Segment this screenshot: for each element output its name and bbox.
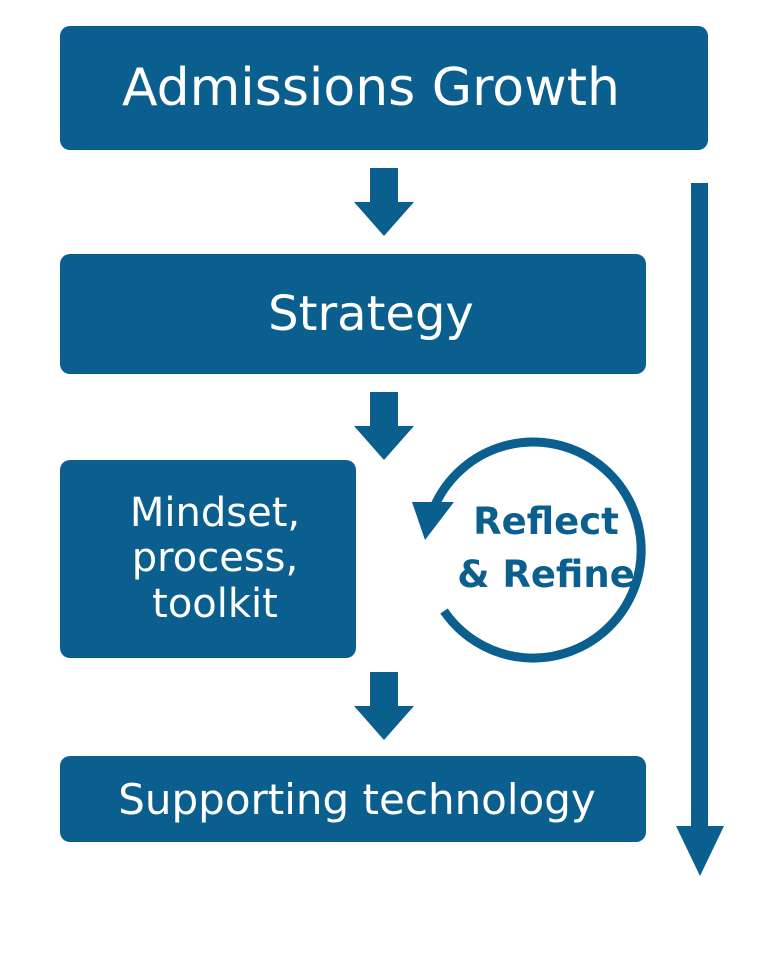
circular-arrow-icon	[412, 437, 646, 663]
strategy-box: Strategy	[60, 254, 646, 374]
supporting-technology-box: Supporting technology	[60, 756, 646, 842]
mindset-label-line-1: Mindset,	[129, 489, 301, 536]
admissions-growth-label: Admissions Growth	[121, 58, 620, 118]
arrow-down-icon	[354, 168, 414, 236]
reflect-refine-label: Reflect & Refine	[446, 496, 646, 601]
supporting-technology-label: Supporting technology	[118, 774, 596, 824]
arrow-down-icon	[354, 672, 414, 740]
arrow-down-icon	[354, 392, 414, 460]
mindset-label-line-3: toolkit	[152, 580, 278, 627]
reflect-label: Reflect	[473, 500, 619, 543]
mindset-process-toolkit-box: Mindset, process, toolkit	[60, 460, 356, 658]
admissions-growth-box: Admissions Growth	[60, 26, 708, 150]
refine-label: & Refine	[457, 552, 635, 596]
long-arrow-down-icon	[676, 183, 724, 876]
strategy-label: Strategy	[268, 286, 474, 342]
mindset-label-line-2: process,	[131, 535, 299, 582]
